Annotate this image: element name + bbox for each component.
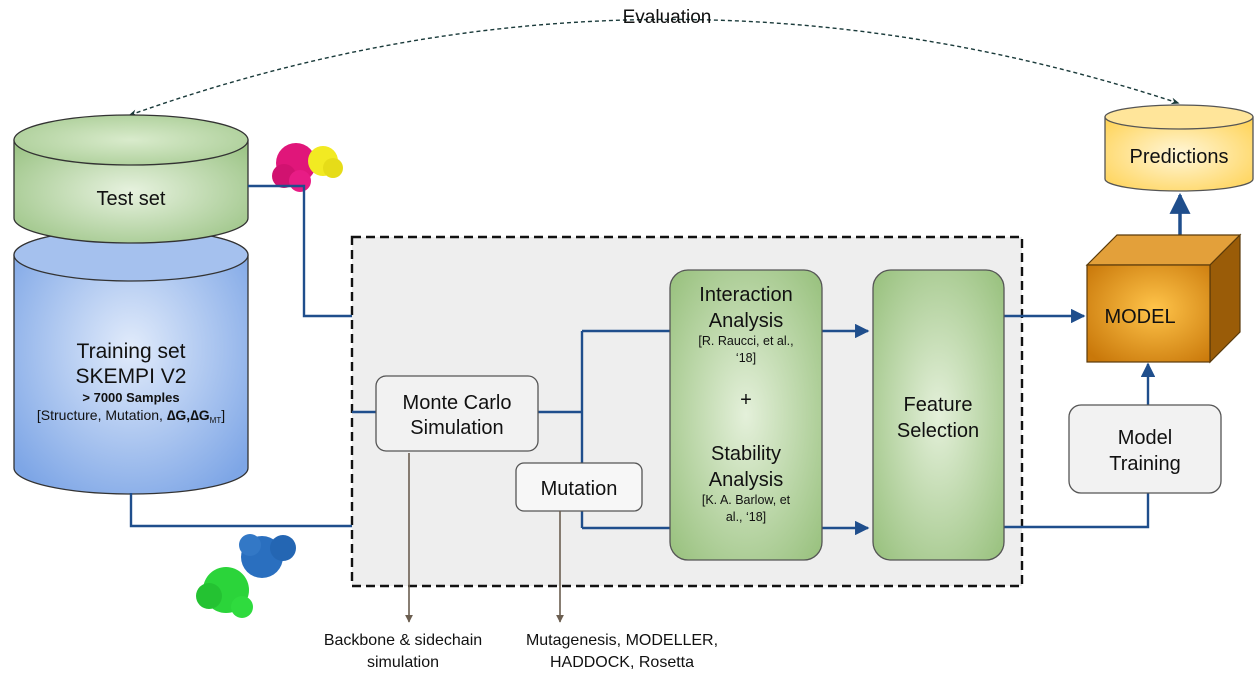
monte-carlo-line2: Simulation: [410, 417, 503, 439]
test-set-label: Test set: [97, 188, 166, 210]
model-training-line2: Training: [1109, 453, 1181, 475]
test-set-cylinder: [13, 114, 249, 244]
protein-complex-icon-top: [272, 143, 343, 192]
flow-connectors: [129, 184, 1191, 536]
plus-sign: +: [740, 389, 752, 411]
fields-prefix: [Structure, Mutation,: [37, 407, 167, 423]
predictions-cylinder: [1104, 104, 1254, 192]
backbone-note-line1: Backbone & sidechain: [324, 632, 482, 649]
evaluation-arc: [128, 18, 1180, 116]
analysis-box: [669, 269, 823, 561]
training-set-title: Training set: [77, 340, 186, 363]
training-set-dataset: SKEMPI V2: [76, 365, 187, 388]
model-label: MODEL: [1104, 306, 1175, 328]
model-training-line1: Model: [1118, 427, 1172, 449]
feature-selection-line1: Feature: [904, 394, 973, 416]
mutation-box: [515, 462, 643, 512]
delta-g-values: ∆G,∆G: [167, 407, 210, 423]
training-set-cylinder: [13, 228, 249, 495]
predictions-label: Predictions: [1130, 146, 1229, 168]
interaction-ref1: [R. Raucci, et al.,: [698, 334, 793, 348]
training-set-fields: [Structure, Mutation, ∆G,∆GMT]: [37, 407, 225, 425]
interaction-ref2: ‘18]: [736, 351, 756, 365]
mt-subscript: MT: [210, 416, 222, 425]
model-cube: [1085, 233, 1242, 364]
stability-ref2: al., ‘18]: [726, 510, 766, 524]
protein-complex-icon-bottom: [196, 534, 296, 618]
backbone-note-line2: simulation: [367, 654, 439, 671]
monte-carlo-line1: Monte Carlo: [403, 392, 512, 414]
interaction-line1: Interaction: [699, 284, 792, 306]
interaction-line2: Analysis: [709, 310, 783, 332]
feature-selection-box: [872, 269, 1005, 561]
stability-ref1: [K. A. Barlow, et: [702, 493, 791, 507]
stability-line2: Analysis: [709, 469, 783, 491]
fields-suffix: ]: [221, 407, 225, 423]
mutation-label: Mutation: [541, 478, 618, 500]
evaluation-label: Evaluation: [623, 7, 712, 28]
tools-note-line2: HADDOCK, Rosetta: [550, 654, 694, 671]
tools-note-line1: Mutagenesis, MODELLER,: [526, 632, 718, 649]
training-set-samples: > 7000 Samples: [82, 390, 179, 405]
note-arrows: [405, 453, 564, 623]
feature-selection-line2: Selection: [897, 420, 979, 442]
model-training-box: [1068, 404, 1222, 494]
monte-carlo-box: [375, 375, 539, 452]
stability-line1: Stability: [711, 443, 781, 465]
